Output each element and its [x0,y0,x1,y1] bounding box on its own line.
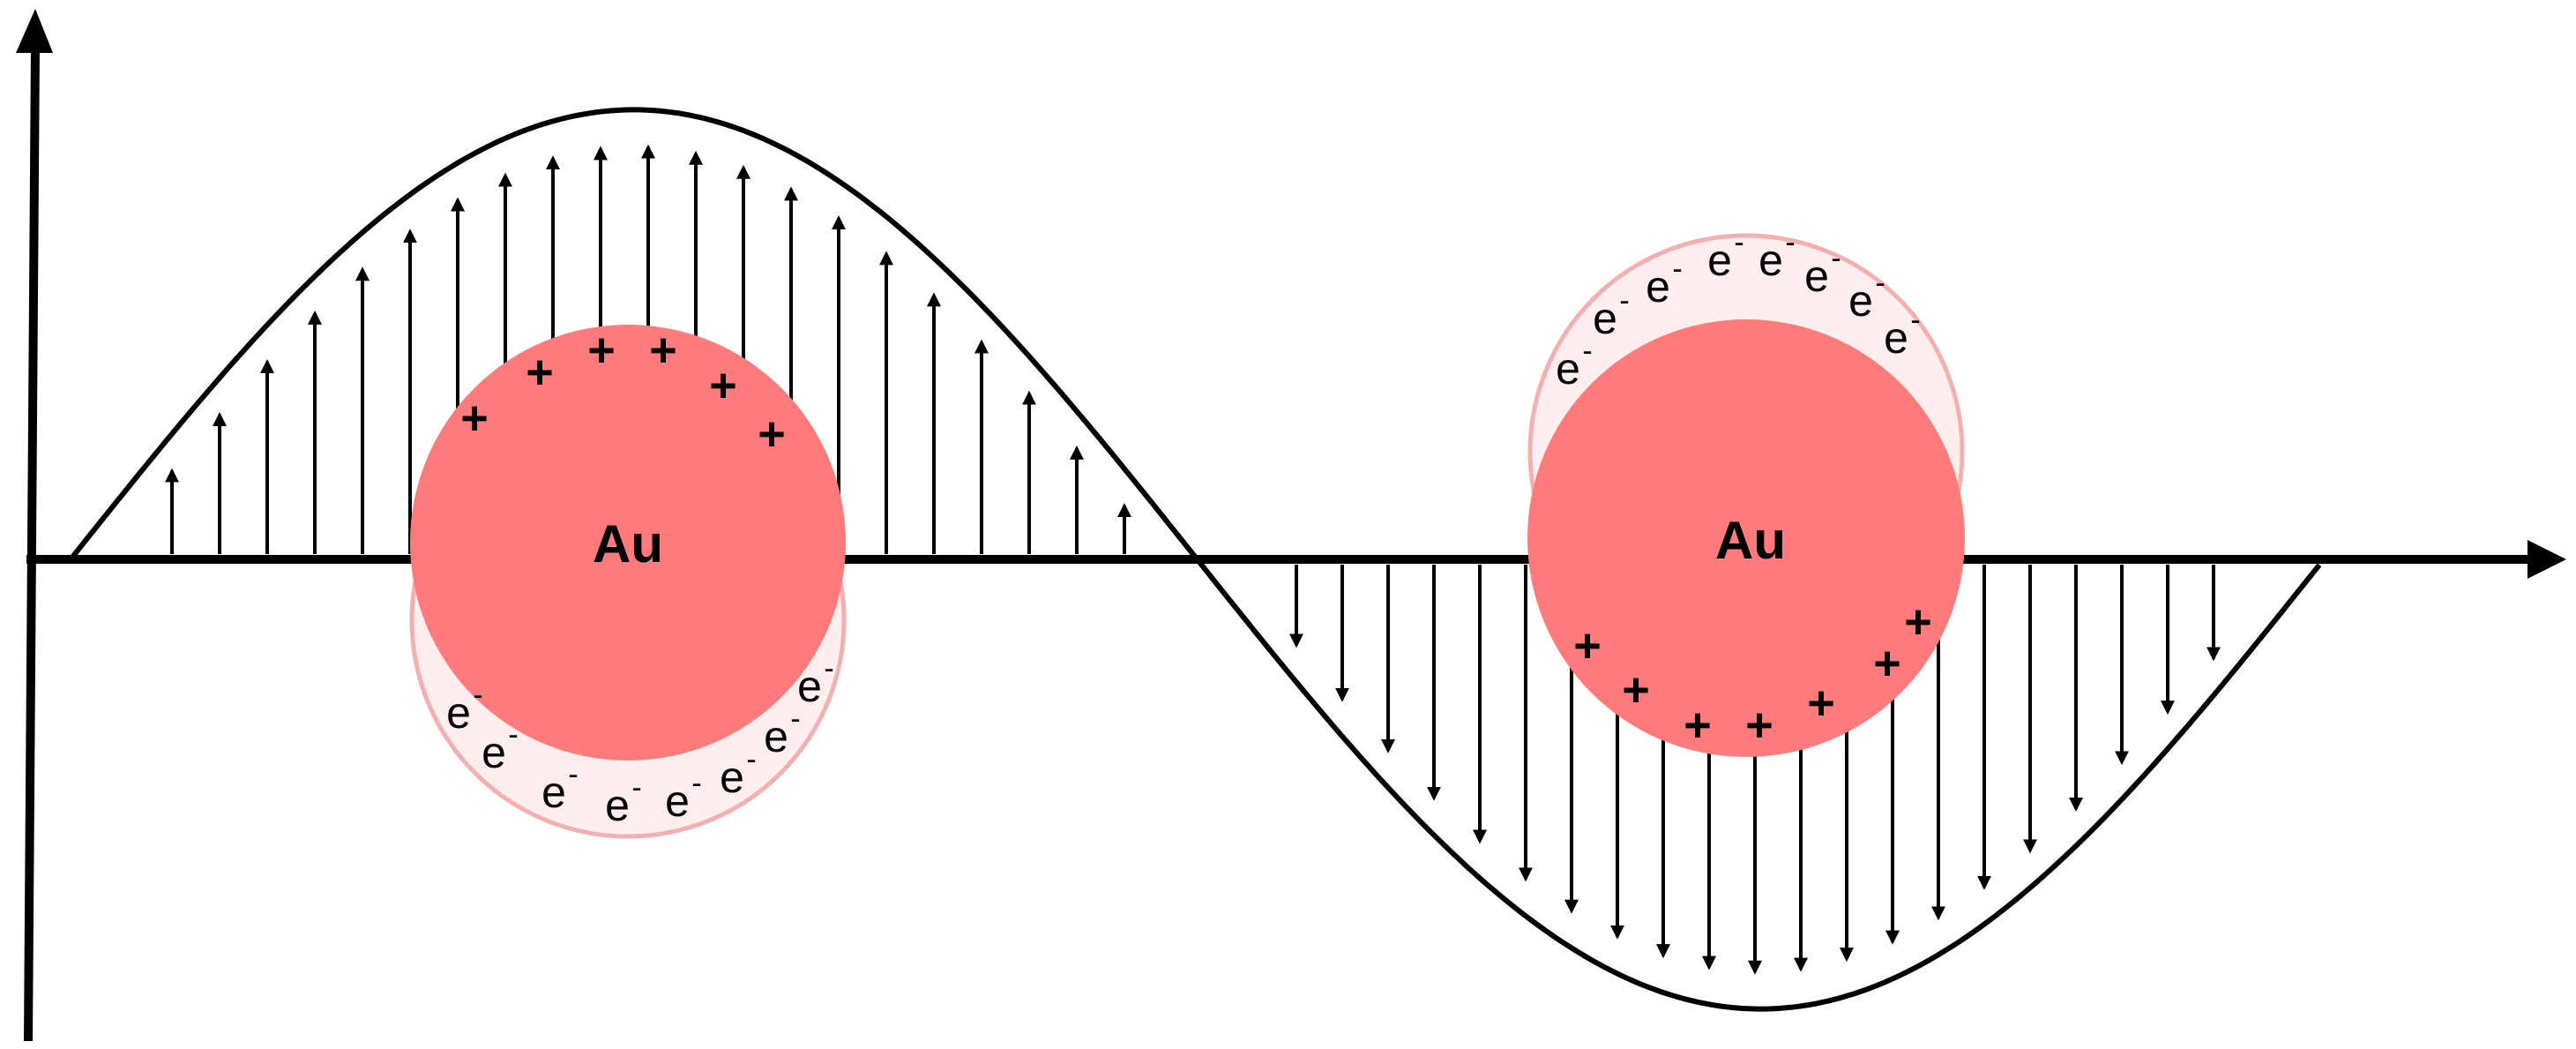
positive-charge: + [709,359,737,412]
electron-label: e [1884,313,1908,363]
electron-label: e [541,768,566,817]
electron-label: - [1734,226,1743,259]
electron-label: e [1593,294,1617,343]
positive-charge: + [1684,699,1712,752]
positive-charge: + [526,346,554,399]
positive-charge: + [1904,596,1932,648]
particle-label-1: Au [593,514,663,573]
electron-label: e [1556,344,1580,393]
electron-label: - [1875,266,1885,300]
particle-label-2: Au [1715,511,1786,570]
electron-label: e [720,753,744,802]
electron-label: - [508,718,518,752]
positive-charge: + [649,324,677,377]
electron-label: e [1646,262,1670,311]
positive-charge: + [587,324,616,377]
electron-label: - [1582,334,1592,368]
electron-label: e [665,776,690,826]
gold-nanoparticle-2: Au e-e-e-e-e-e-e-e-+++++++ [1527,226,1965,757]
gold-sphere-2 [1527,319,1965,757]
electron-label: e [1848,276,1873,326]
positive-charge: + [460,392,489,445]
electron-label: e [1804,251,1829,301]
electron-label: e [797,662,822,711]
electron-label: - [824,652,833,686]
positive-charge: + [1807,677,1835,730]
axes [16,9,2566,1042]
positive-charge: + [758,408,786,461]
electron-label: e [446,688,471,738]
electron-label: e [1758,236,1783,285]
electron-label: - [631,771,641,805]
electron-label: - [1831,242,1841,275]
vertical-axis [24,48,40,1042]
electron-label: e [764,712,788,761]
electron-label: - [1785,226,1795,259]
positive-charge: + [1622,663,1650,716]
gold-sphere-1 [410,325,846,761]
surface-charges-2: e-e-e-e-e-e-e-e-+++++++ [1556,226,1932,752]
positive-charge: + [1873,637,1901,690]
electron-label: e [605,781,630,830]
electron-label: e [482,728,506,777]
electron-label: - [1910,303,1920,337]
electron-label: - [691,767,701,800]
electron-label: - [473,678,482,712]
positive-charge: + [1745,699,1773,752]
electron-label: - [1672,252,1682,286]
positive-charge: + [1573,619,1602,672]
horizontal-axis-arrowhead [2527,540,2566,579]
electron-label: - [746,743,756,776]
electron-label: - [1619,284,1629,318]
gold-nanoparticle-1: Au ++++++e-e-e-e-e-e-e-e- [409,324,847,839]
surface-charges-1: ++++++e-e-e-e-e-e-e-e- [446,324,834,830]
vertical-axis-arrowhead [16,9,53,53]
electron-label: - [568,758,578,791]
electron-label: - [790,702,800,736]
electron-label: e [1707,236,1732,285]
